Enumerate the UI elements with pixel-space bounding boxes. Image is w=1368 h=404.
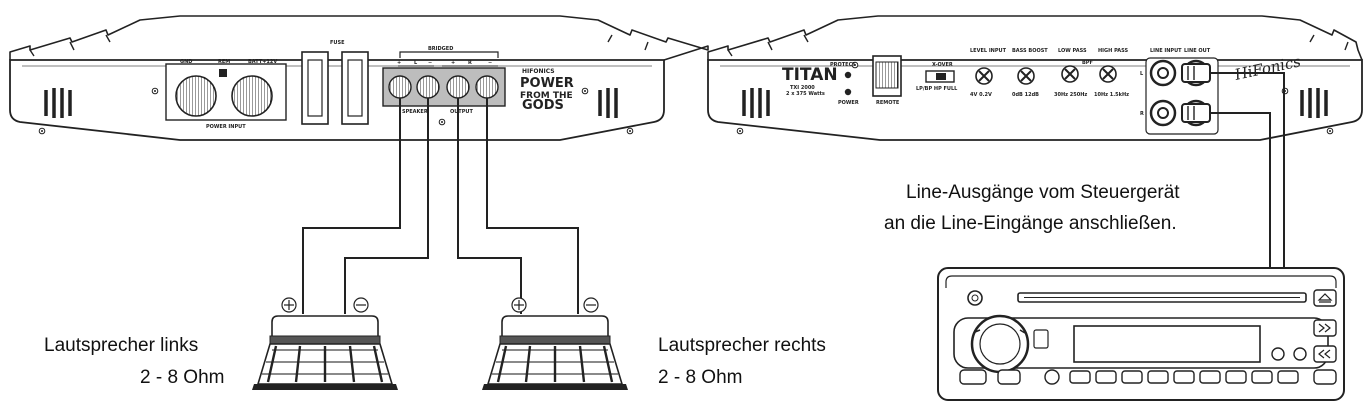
xover-label: X-OVER — [932, 62, 953, 68]
power-input-label: POWER INPUT — [206, 124, 246, 130]
polarity-symbols — [281, 297, 599, 313]
line-ch-r: R — [1140, 111, 1144, 117]
level-range: 4V 0.2V — [970, 92, 992, 98]
low-range: 30Hz 250Hz — [1054, 92, 1087, 98]
speaker-label: SPEAKER — [402, 109, 428, 115]
speaker-wires — [302, 98, 579, 314]
line-panel: LINE INPUT LINE OUT L R — [1140, 48, 1219, 135]
xover-switch: X-OVER LP/BP HP FULL — [916, 62, 958, 92]
power-led-label: POWER — [838, 100, 859, 106]
eject-button — [1313, 289, 1337, 307]
plus-label-l: + — [397, 60, 401, 66]
highpass-knob: HIGH PASS 10Hz 1.5kHz BPF — [1082, 48, 1129, 98]
rca-cables — [1210, 72, 1285, 268]
remote-jack: REMOTE — [872, 55, 902, 106]
brand-line-1: POWER — [520, 76, 574, 91]
speaker-right-caption-name: Lautsprecher rechts — [658, 335, 826, 356]
speaker-right — [482, 315, 628, 390]
bridged-label: BRIDGED — [428, 46, 453, 52]
head-unit — [937, 267, 1345, 401]
bass-range: 0dB 12dB — [1012, 92, 1039, 98]
brand-line-2: FROM THE — [520, 91, 573, 101]
vent-right — [598, 88, 618, 118]
vent-left — [44, 88, 72, 118]
line-input-label: LINE INPUT — [1150, 48, 1182, 54]
vent-right-2 — [1300, 88, 1328, 118]
preset-buttons — [959, 369, 1337, 385]
level-label: LEVEL INPUT — [970, 48, 1007, 54]
high-label: HIGH PASS — [1098, 48, 1129, 54]
protect-label: PROTECT — [830, 62, 856, 68]
gnd-label: GND — [180, 59, 192, 65]
speaker-left — [252, 315, 398, 390]
channel-l-label: L — [414, 60, 418, 66]
amplifier-left: GND REM BATT+12V POWER INPUT FUSE BRIDGE… — [9, 15, 709, 141]
minus-label-l: − — [428, 60, 432, 66]
line-note-line-1: Line-Ausgänge vom Steuergerät — [906, 182, 1180, 203]
rem-label: REM — [218, 59, 230, 65]
channel-r-label: R — [468, 60, 472, 66]
amplifier-right: TITAN TXI 2000 2 x 375 Watts PROTECT POW… — [707, 15, 1363, 141]
vent-left-2 — [742, 88, 770, 118]
fuse-label: FUSE — [330, 40, 345, 46]
line-ch-l: L — [1140, 71, 1144, 77]
protect-led — [844, 71, 852, 79]
high-range: 10Hz 1.5kHz — [1094, 92, 1129, 98]
speaker-output-block: BRIDGED L R + − + − SPEAKER OUTPUT — [382, 46, 506, 126]
remote-label: REMOTE — [876, 100, 900, 106]
hifonics-logo: HIFONICS POWER FROM THE GODS — [520, 68, 574, 113]
plus-label-r: + — [451, 60, 455, 66]
bpf-label: BPF — [1082, 60, 1093, 66]
power-input-panel: GND REM BATT+12V POWER INPUT — [165, 59, 287, 130]
low-label: LOW PASS — [1058, 48, 1087, 54]
line-out-label: LINE OUT — [1184, 48, 1211, 54]
speaker-left-caption-ohm: 2 - 8 Ohm — [140, 367, 225, 388]
model-label: TITAN TXI 2000 2 x 375 Watts PROTECT POW… — [782, 62, 859, 106]
brand-line-3: GODS — [522, 98, 564, 113]
level-knob: LEVEL INPUT 4V 0.2V — [970, 48, 1007, 98]
bass-knob: BASS BOOST 0dB 12dB — [1012, 48, 1048, 98]
model-line-1: TXI 2000 — [790, 85, 815, 91]
line-note-line-2: an die Line-Eingänge anschließen. — [884, 213, 1177, 234]
power-led — [844, 88, 852, 96]
fuse-holders: FUSE — [301, 40, 369, 125]
titan-logo: TITAN — [782, 65, 838, 85]
bass-label: BASS BOOST — [1012, 48, 1048, 54]
lowpass-knob: LOW PASS 30Hz 250Hz — [1054, 48, 1087, 98]
speaker-right-caption-ohm: 2 - 8 Ohm — [658, 367, 743, 388]
batt-label: BATT+12V — [248, 59, 277, 65]
next-button — [1313, 319, 1337, 337]
minus-label-r: − — [488, 60, 492, 66]
display — [1073, 325, 1261, 363]
model-line-2: 2 x 375 Watts — [786, 91, 825, 97]
output-label: OUTPUT — [450, 109, 473, 115]
brand-small: HIFONICS — [522, 68, 555, 75]
xover-options: LP/BP HP FULL — [916, 86, 958, 92]
speaker-left-caption-name: Lautsprecher links — [44, 335, 199, 356]
